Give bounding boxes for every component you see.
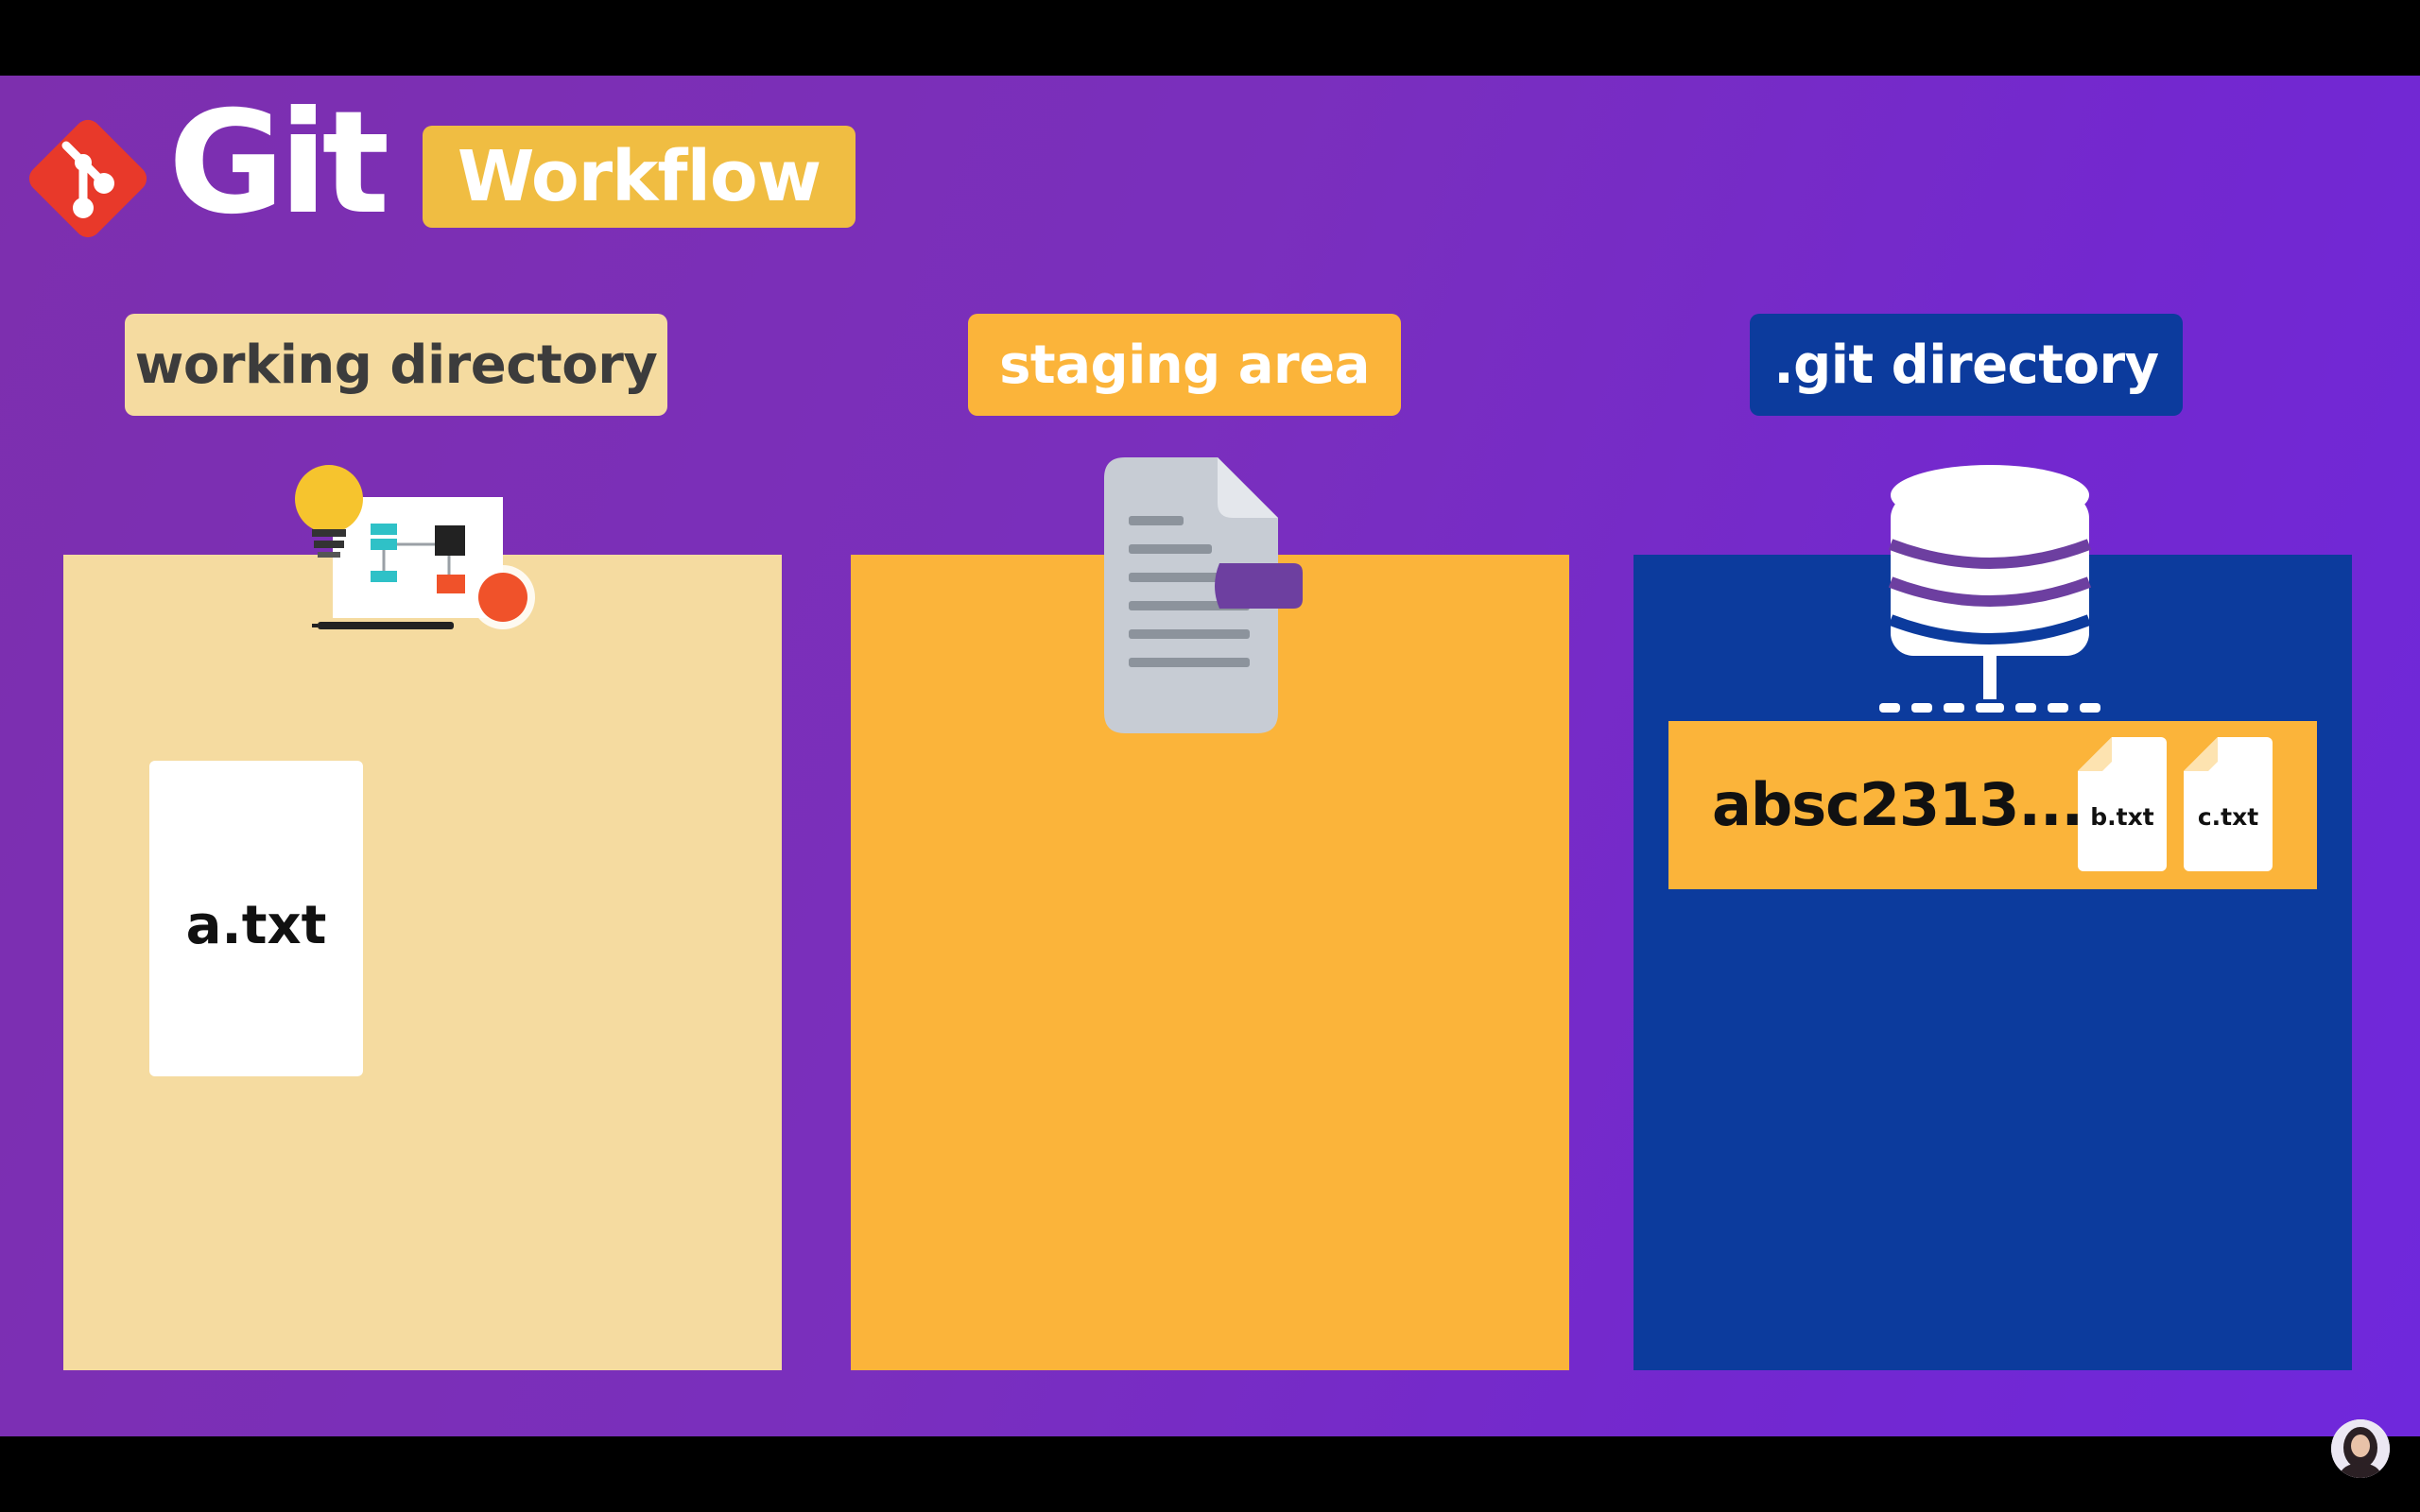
git-wordmark: Git (168, 81, 389, 246)
file-fold-icon (2184, 737, 2218, 771)
file-name: b.txt (2090, 803, 2154, 831)
working-directory-label: working directory (125, 314, 667, 416)
commit-hash: absc2313... (1712, 770, 2083, 839)
file-a-txt: a.txt (149, 761, 363, 1076)
file-c-txt: c.txt (2184, 737, 2273, 871)
staging-area-label: staging area (968, 314, 1401, 416)
slide: Git Workflow working directory staging a… (0, 76, 2420, 1436)
presenter-avatar-icon (2331, 1419, 2390, 1478)
file-name: a.txt (185, 895, 327, 956)
document-icon (1104, 457, 1303, 733)
file-fold-icon (2078, 737, 2112, 771)
file-name: c.txt (2197, 803, 2259, 831)
file-b-txt: b.txt (2078, 737, 2167, 871)
database-icon (1879, 465, 2100, 713)
workspace-lightbulb-icon (295, 465, 535, 629)
git-logo-icon (28, 119, 147, 238)
git-directory-label: .git directory (1750, 314, 2183, 416)
workflow-badge: Workflow (423, 126, 856, 228)
